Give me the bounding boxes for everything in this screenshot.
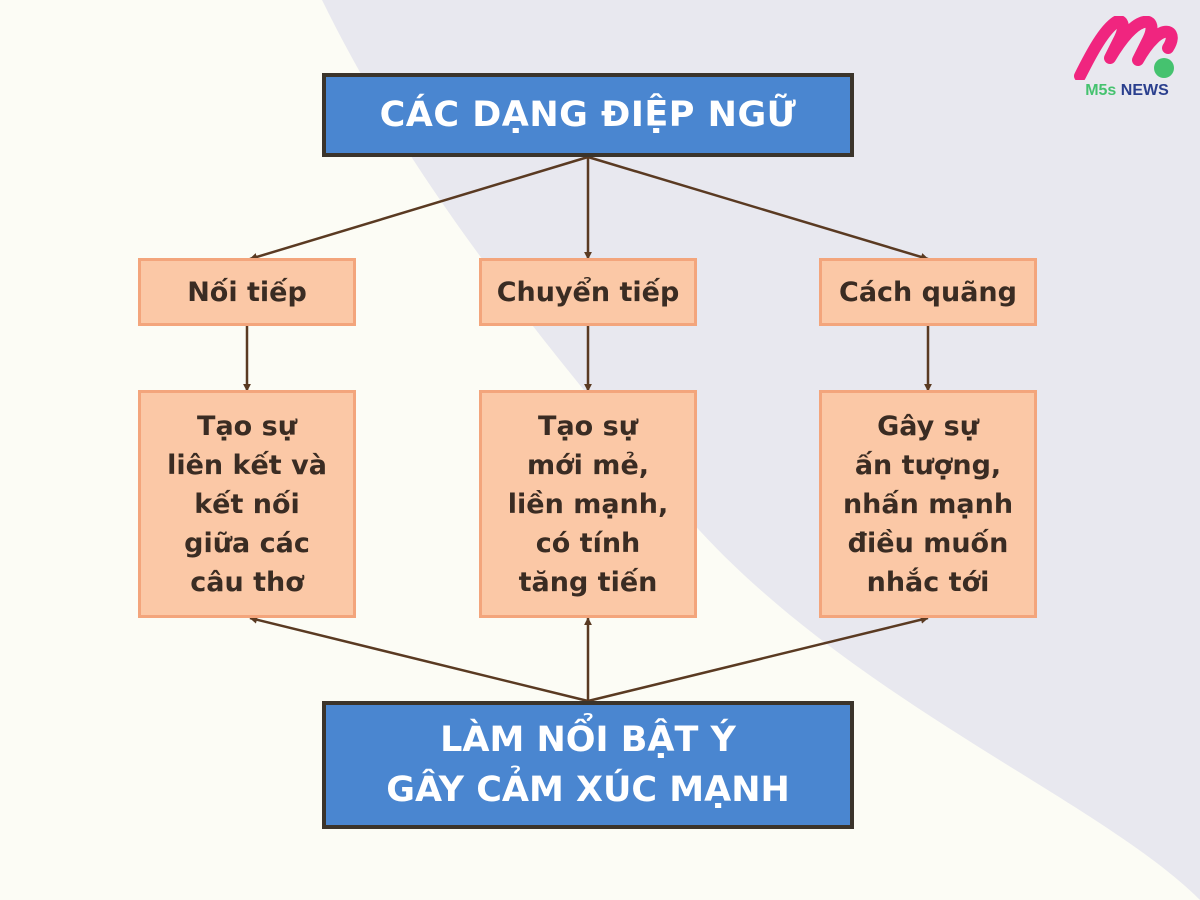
effect-line: mới mẻ, [526, 449, 650, 481]
effect-box-noi-tiep: Tạo sự liên kết và kết nối giữa các câu … [138, 390, 356, 618]
effect-line: nhắc tới [866, 566, 990, 598]
effect-line: liên kết và [167, 449, 327, 481]
effect-line: Tạo sự [197, 410, 297, 442]
effect-line: Gây sự [877, 410, 979, 442]
effect-line: có tính [535, 527, 641, 559]
effect-line: tăng tiến [518, 566, 658, 598]
result-box: LÀM NỔI BẬT Ý GÂY CẢM XÚC MẠNH [322, 701, 854, 829]
arrow-title-to-type-3 [587, 155, 929, 261]
arrow-result-to-effect-1 [249, 615, 589, 703]
type-box-cach-quang: Cách quãng [819, 258, 1037, 326]
diagram-title-box: CÁC DẠNG ĐIỆP NGỮ [322, 73, 854, 157]
effect-line: điều muốn [847, 527, 1009, 559]
logo-text-m5s: M5s [1085, 82, 1117, 99]
result-line: GÂY CẢM XÚC MẠNH [386, 770, 790, 810]
type-label: Nối tiếp [187, 276, 307, 308]
effect-line: liền mạnh, [507, 488, 669, 520]
logo-text-news: NEWS [1120, 82, 1169, 99]
type-box-chuyen-tiep: Chuyển tiếp [479, 258, 697, 326]
effect-line: kết nối [194, 488, 300, 520]
type-label: Cách quãng [839, 276, 1017, 308]
effect-line: giữa các [184, 527, 310, 559]
type-label: Chuyển tiếp [496, 276, 680, 308]
result-line: LÀM NỔI BẬT Ý [440, 720, 736, 760]
type-box-noi-tiep: Nối tiếp [138, 258, 356, 326]
diagram-title: CÁC DẠNG ĐIỆP NGỮ [379, 95, 797, 135]
logo-wordmark: M5s NEWS [1072, 82, 1182, 100]
effect-line: câu thơ [190, 566, 304, 598]
effect-line: nhấn mạnh [842, 488, 1014, 520]
m5s-news-logo: M5s NEWS [1072, 16, 1182, 102]
effect-line: ấn tượng, [854, 449, 1002, 481]
m5s-news-logo-icon [1074, 16, 1178, 80]
effect-box-chuyen-tiep: Tạo sự mới mẻ, liền mạnh, có tính tăng t… [479, 390, 697, 618]
effect-box-cach-quang: Gây sự ấn tượng, nhấn mạnh điều muốn nhắ… [819, 390, 1037, 618]
effect-line: Tạo sự [538, 410, 638, 442]
arrow-title-to-type-1 [249, 155, 589, 261]
arrow-result-to-effect-3 [587, 615, 929, 703]
